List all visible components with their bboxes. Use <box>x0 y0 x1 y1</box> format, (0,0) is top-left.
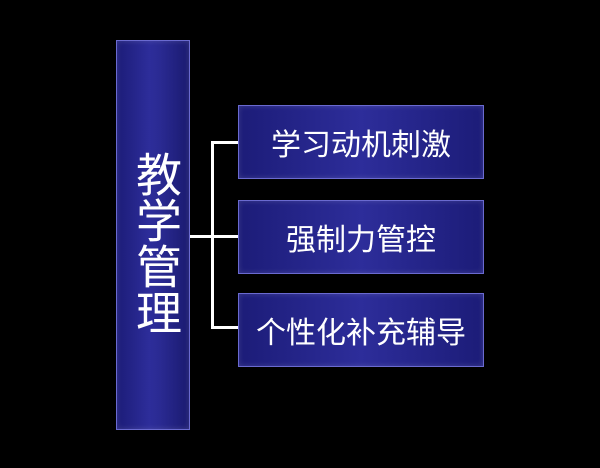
connector-branch-2 <box>211 326 238 329</box>
root-node-label: 教学管理 <box>129 151 183 335</box>
connector-branch-0 <box>211 141 238 144</box>
child-node-tutoring: 个性化补充辅导 <box>238 293 484 367</box>
child-node-label: 强制力管控 <box>286 223 436 258</box>
root-node: 教学管理 <box>116 40 190 430</box>
connector-branch-1 <box>211 235 238 238</box>
child-node-label: 学习动机刺激 <box>271 128 451 163</box>
child-node-enforcement: 强制力管控 <box>238 200 484 274</box>
child-node-motivation: 学习动机刺激 <box>238 105 484 179</box>
connector-root-stub <box>190 235 212 238</box>
child-node-label: 个性化补充辅导 <box>256 316 466 351</box>
